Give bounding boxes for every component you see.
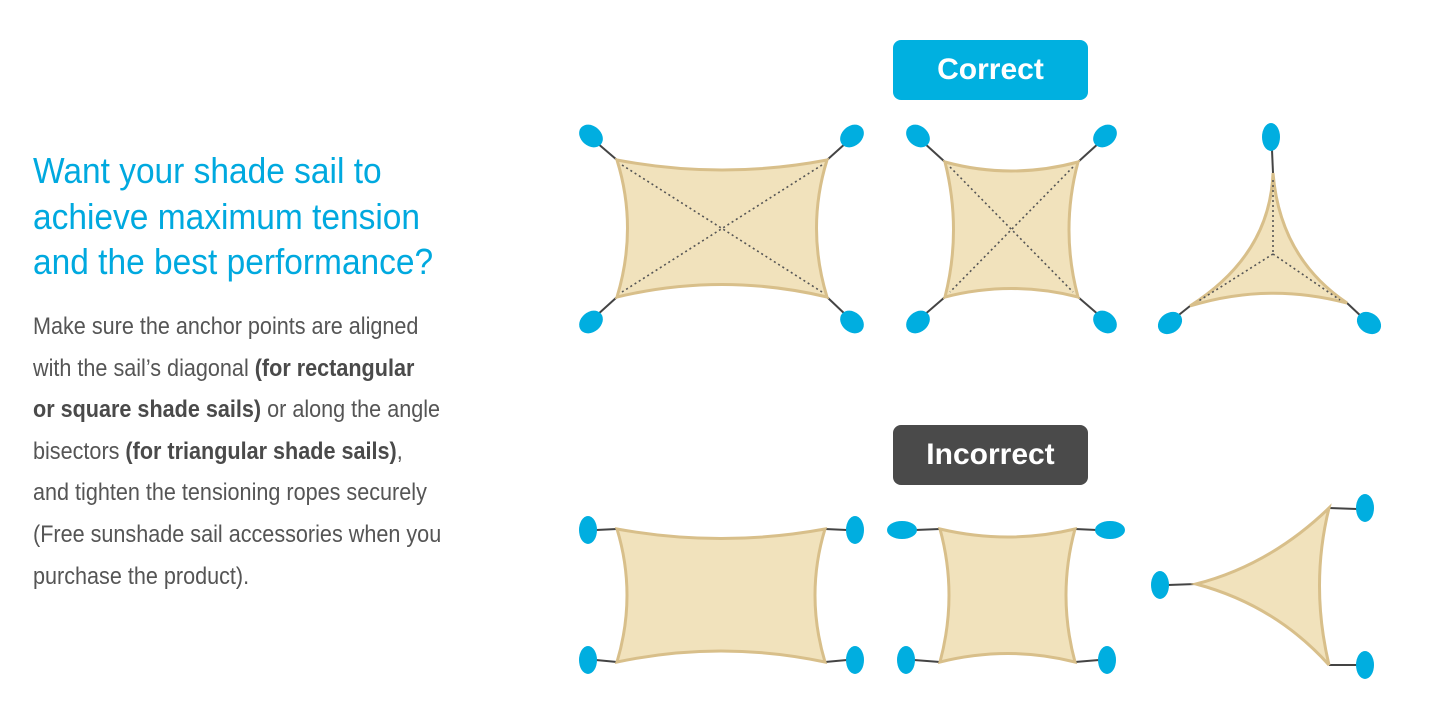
description: Make sure the anchor points are aligned w… [33, 306, 441, 597]
text-segment: Make sure the anchor points are aligned [33, 313, 419, 340]
anchor-icon [1093, 124, 1117, 148]
rope-line [914, 528, 941, 531]
bold-text: (for triangular shade sails) [125, 437, 397, 465]
text-segment: with the sail’s diagonal [33, 354, 255, 382]
bold-text: (for rectangular [254, 354, 415, 382]
incorrect-rectangle-sail [579, 516, 864, 674]
rope-line [1074, 659, 1100, 663]
anchor-icon [579, 516, 597, 544]
text-segment: purchase the product). [33, 562, 250, 590]
rope-line [1271, 149, 1274, 174]
description-line: (Free sunshade sail accessories when you [33, 514, 441, 556]
text-segment: or along the angle [261, 396, 441, 424]
anchor-icon [1356, 651, 1374, 679]
description-line: or square shade sails) or along the angl… [33, 389, 441, 431]
anchor-icon [579, 124, 603, 148]
anchor-icon [906, 124, 930, 148]
anchor-icon [897, 646, 915, 674]
correct-badge: Correct [893, 40, 1088, 100]
rope-line [1074, 528, 1098, 531]
anchor-icon [840, 124, 864, 148]
description-line: and tighten the tensioning ropes securel… [33, 472, 441, 514]
sail-shape [1189, 172, 1348, 308]
anchor-icon [579, 310, 603, 334]
anchor-icon [1095, 521, 1125, 539]
anchor-icon [846, 646, 864, 674]
rope-line [824, 659, 848, 663]
text-segment: , [396, 437, 403, 465]
anchor-icon [1098, 646, 1116, 674]
anchor-icon [887, 521, 917, 539]
anchor-icon [1356, 494, 1374, 522]
correct-triangle-sail [1157, 123, 1382, 335]
diagonal-guide-line [1272, 253, 1341, 301]
incorrect-badge: Incorrect [893, 425, 1088, 485]
anchor-icon [840, 310, 864, 334]
anchor-icon [579, 646, 597, 674]
rope-line [595, 528, 618, 531]
rope-line [824, 528, 848, 531]
heading-line: Want your shade sail to [33, 150, 382, 191]
rope-line [913, 659, 941, 663]
heading-line: achieve maximum tension [33, 195, 421, 237]
incorrect-triangle-sail [1151, 494, 1374, 679]
rope-line [1328, 507, 1358, 510]
text-segment: (Free sunshade sail accessories when you [33, 520, 442, 548]
diagonal-guide-line [949, 166, 1074, 293]
diagonal-guide-line [949, 166, 1074, 293]
sail-shape [1190, 503, 1332, 667]
sail-shape [614, 158, 830, 300]
anchor-icon [1151, 571, 1169, 599]
description-line: with the sail’s diagonal (for rectangula… [33, 348, 441, 390]
heading-line: and the best performance? [33, 241, 434, 282]
correct-square-sail [906, 124, 1117, 334]
description-line: bisectors (for triangular shade sails), [33, 431, 441, 473]
anchor-icon [906, 310, 930, 334]
bold-text: or square shade sails) [33, 396, 262, 424]
description-line: purchase the product). [33, 556, 441, 598]
anchor-icon [846, 516, 864, 544]
incorrect-square-sail [887, 521, 1125, 674]
sail-shape [614, 527, 828, 664]
heading: Want your shade sail to achieve maximum … [33, 148, 433, 285]
description-line: Make sure the anchor points are aligned [33, 306, 441, 348]
text-segment: and tighten the tensioning ropes securel… [33, 479, 427, 507]
anchor-icon [1262, 123, 1280, 151]
text-segment: bisectors [33, 437, 126, 465]
correct-rectangle-sail [579, 124, 864, 334]
sail-shape [937, 526, 1078, 665]
anchor-icon [1157, 311, 1183, 335]
anchor-icon [1356, 311, 1382, 335]
anchor-icon [1093, 310, 1117, 334]
rope-line [595, 659, 618, 663]
